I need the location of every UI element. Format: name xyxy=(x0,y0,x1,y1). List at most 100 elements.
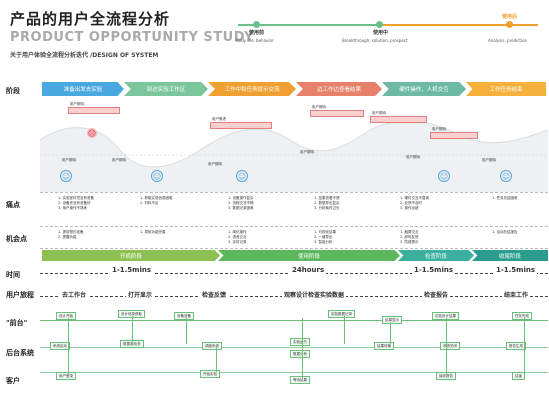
row-label-frontstage: "前台" xyxy=(6,319,28,327)
mini-flow-sub-1: Daily life, behavior xyxy=(236,38,274,43)
mini-flow-node-2: 使用中 xyxy=(373,30,389,36)
neutral-face-icon: ☺ xyxy=(500,170,512,182)
pain-item: 3. 分析耗时过长 xyxy=(314,206,340,210)
pain-col-1: 1. 实验室环境没有准备 2. 设备还没有准备好 3. 用户操作不熟练 xyxy=(58,196,94,211)
front-box: 设计开始 xyxy=(56,312,76,320)
pain-item: 3. 操作出错 xyxy=(400,206,419,210)
stage-4: 边工作边查看结果 xyxy=(296,82,382,96)
pain-item: 2. 数据导出复杂 xyxy=(314,201,340,205)
separator xyxy=(40,192,548,193)
upper-note-1: 用户期待 xyxy=(70,102,84,106)
lane-line xyxy=(40,372,548,373)
journey-5: 检查报告 xyxy=(422,290,451,299)
back-box: 实验运行 xyxy=(290,338,310,346)
pain-item: 3. 用户操作不熟练 xyxy=(58,206,87,210)
opp-item: 3. 实时记录 xyxy=(228,240,247,244)
time-3: 1-1.5mins xyxy=(412,266,456,274)
time-4: 1-1.5mins xyxy=(494,266,538,274)
connector xyxy=(390,322,391,344)
connector xyxy=(68,318,69,374)
front-box: 任务完成 xyxy=(512,312,532,320)
upper-note-3: 用户期待 xyxy=(312,105,326,109)
front-box: 结果显示 xyxy=(382,316,402,324)
pain-col-3: 1. 设备操作复杂 2. 流程交流不畅 3. 数据记录困难 xyxy=(228,196,253,211)
back-box: 报告生成 xyxy=(506,342,526,350)
upper-note-5: 用户期待 xyxy=(432,127,446,131)
mini-flow-line-2 xyxy=(378,24,538,26)
opp-item: 3. 防错提示 xyxy=(400,240,419,244)
customer-box: 开始实验 xyxy=(200,370,220,378)
page-title: 产品的用户全流程分析 xyxy=(10,10,171,28)
connector xyxy=(446,318,447,374)
pain-item: 1. 任务总结困难 xyxy=(492,196,518,200)
journey-1: 去工作台 xyxy=(60,290,89,299)
emotion-note-3: 用户期待 xyxy=(208,162,222,166)
connector xyxy=(216,346,217,372)
pain-item: 1. 获取实验信息困难 xyxy=(140,196,173,200)
opp-col-2: 1. 导航功能完善 xyxy=(140,230,165,235)
opp-item: 1. 提前预约准备 xyxy=(58,230,84,234)
opp-item: 1. 触屏交互 xyxy=(400,230,419,234)
opp-item: 2. 一键导出 xyxy=(314,235,333,239)
front-box: 实验数据记录 xyxy=(328,310,355,318)
mini-flow-sub-3: Analysis, prediction xyxy=(488,38,528,43)
upper-note-box-3 xyxy=(310,110,364,117)
opp-item: 1. 自动总结报告 xyxy=(492,230,518,234)
time-1: 1-1.5mins xyxy=(110,266,154,274)
opp-item: 1. 简化操作 xyxy=(228,230,247,234)
pain-item: 2. 反馈不及时 xyxy=(400,201,422,205)
pain-item: 3. 数据记录困难 xyxy=(228,206,254,210)
opp-col-1: 1. 提前预约准备 2. 提醒功能 xyxy=(58,230,83,240)
page-title-en: PRODUCT OPPORTUNITY STUDY xyxy=(10,30,254,45)
upper-note-box-1 xyxy=(68,107,120,114)
opp-col-6: 1. 自动总结报告 xyxy=(492,230,517,235)
mini-flow-dot-3 xyxy=(506,21,513,28)
row-label-opportunity: 机会点 xyxy=(6,235,27,243)
mini-flow-sub-2: Breakthrough, solution, prospect xyxy=(342,38,408,43)
row-label-stage: 阶段 xyxy=(6,87,20,95)
opp-col-5: 1. 触屏交互 2. 即时反馈 3. 防错提示 xyxy=(400,230,418,245)
opp-col-4: 1. 可视化结果 2. 一键导出 3. 智能分析 xyxy=(314,230,336,245)
upper-note-4: 用户期待 xyxy=(372,111,386,115)
neutral-face-icon: ☺ xyxy=(151,170,163,182)
emotion-note-4: 用户期待 xyxy=(300,150,314,154)
pain-item: 1. 实验室环境没有准备 xyxy=(58,196,94,200)
emotion-note-2: 用户期待 xyxy=(112,158,126,162)
row-label-journey: 用户旅程 xyxy=(6,291,34,299)
mini-flow-node-3: 使用后 xyxy=(502,14,518,20)
upper-note-2: 用户焦虑 xyxy=(212,117,226,121)
row-label-backstage: 后台系统 xyxy=(6,349,34,357)
opp-item: 1. 可视化结果 xyxy=(314,230,336,234)
back-box: 系统启动 xyxy=(50,342,70,350)
lane-line xyxy=(40,347,548,348)
mini-flow-dot-1 xyxy=(253,21,260,28)
neutral-face-icon: ☺ xyxy=(60,170,72,182)
pain-col-4: 1. 结果查看不便 2. 数据导出复杂 3. 分析耗时过长 xyxy=(314,196,339,211)
journey-2: 打开显示 xyxy=(126,290,155,299)
page-subtitle: 关于用户体验全流程分析迭代 /DESIGN OF SYSTEM xyxy=(10,52,159,59)
front-box: 设计信息获取 xyxy=(118,310,145,318)
upper-note-box-4 xyxy=(370,116,427,123)
opp-col-3: 1. 简化操作 2. 语音交互 3. 实时记录 xyxy=(228,230,246,245)
pain-item: 2. 材料不足 xyxy=(140,201,159,205)
neutral-face-icon: ☺ xyxy=(236,170,248,182)
stage-3: 工作中和任务提示交流 xyxy=(208,82,296,96)
phase-1: 开机阶段 xyxy=(42,250,220,261)
customer-box: 用户登录 xyxy=(56,372,76,380)
pain-col-6: 1. 任务总结困难 xyxy=(492,196,517,201)
pain-item: 1. 设备操作复杂 xyxy=(228,196,254,200)
back-box: 结果传输 xyxy=(374,342,394,350)
row-label-customer: 客户 xyxy=(6,377,20,385)
customer-box: 等待结果 xyxy=(290,376,310,384)
opp-item: 1. 导航功能完善 xyxy=(140,230,166,234)
upper-note-box-5 xyxy=(430,132,478,139)
pain-item: 1. 结果查看不便 xyxy=(314,196,340,200)
opp-item: 3. 智能分析 xyxy=(314,240,333,244)
front-box: 设备准备 xyxy=(174,312,194,320)
opp-item: 2. 提醒功能 xyxy=(58,235,77,239)
emotion-note-6: 用户期待 xyxy=(482,158,496,162)
lane-line xyxy=(40,320,548,321)
upper-note-box-2 xyxy=(210,122,272,129)
pain-col-5: 1. 硬件交互不直观 2. 反馈不及时 3. 操作出错 xyxy=(400,196,429,211)
journey-3: 检查反馈 xyxy=(200,290,229,299)
